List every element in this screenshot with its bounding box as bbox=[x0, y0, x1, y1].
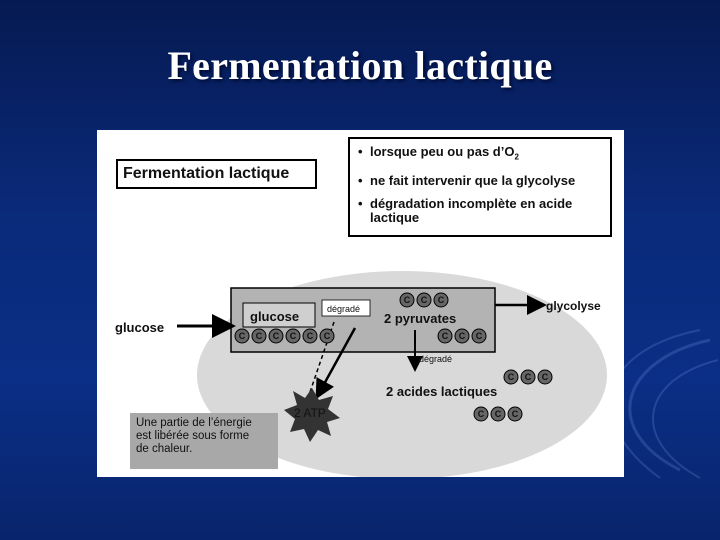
svg-text:C: C bbox=[525, 372, 532, 382]
svg-text:C: C bbox=[512, 409, 519, 419]
svg-text:C: C bbox=[256, 331, 263, 341]
pyruvates-label: 2 pyruvates bbox=[384, 311, 456, 326]
slide-title: Fermentation lactique bbox=[0, 42, 720, 89]
svg-text:C: C bbox=[508, 372, 515, 382]
note-line-3: de chaleur. bbox=[136, 443, 278, 456]
svg-text:C: C bbox=[478, 409, 485, 419]
lactic-acids-label: 2 acides lactiques bbox=[386, 384, 497, 399]
bullet-item-glycolyse: • ne fait intervenir que la glycolyse bbox=[358, 174, 604, 188]
svg-text:C: C bbox=[442, 331, 449, 341]
svg-text:C: C bbox=[542, 372, 549, 382]
svg-text:C: C bbox=[307, 331, 314, 341]
svg-text:C: C bbox=[273, 331, 280, 341]
bullet-item-oxygen: • lorsque peu ou pas d’O2 bbox=[358, 145, 604, 165]
degrade-label-2: dégradé bbox=[419, 354, 452, 364]
svg-text:C: C bbox=[239, 331, 246, 341]
degrade-label-1: dégradé bbox=[327, 304, 360, 314]
glucose-inner-label: glucose bbox=[250, 309, 299, 324]
glucose-outer-label: glucose bbox=[115, 320, 164, 335]
atp-label: 2 ATP bbox=[294, 406, 326, 420]
note-line-2: est libérée sous forme bbox=[136, 430, 278, 443]
svg-text:C: C bbox=[421, 295, 428, 305]
svg-text:C: C bbox=[290, 331, 297, 341]
svg-text:C: C bbox=[438, 295, 445, 305]
svg-text:C: C bbox=[476, 331, 483, 341]
glycolyse-label: glycolyse bbox=[546, 299, 601, 313]
svg-text:C: C bbox=[495, 409, 502, 419]
svg-text:C: C bbox=[404, 295, 411, 305]
heat-note-box: Une partie de l’énergie est libérée sous… bbox=[130, 413, 278, 469]
characteristics-list: • lorsque peu ou pas d’O2 • ne fait inte… bbox=[348, 137, 612, 237]
diagram-title-box: Fermentation lactique bbox=[116, 159, 317, 189]
svg-text:C: C bbox=[324, 331, 331, 341]
note-line-1: Une partie de l’énergie bbox=[136, 417, 278, 430]
svg-text:C: C bbox=[459, 331, 466, 341]
fermentation-diagram: C C C C C C C C C C C C C C C C C C gluc… bbox=[97, 130, 624, 477]
bullet-item-degradation: • dégradation incomplète en acide lactiq… bbox=[358, 197, 604, 225]
